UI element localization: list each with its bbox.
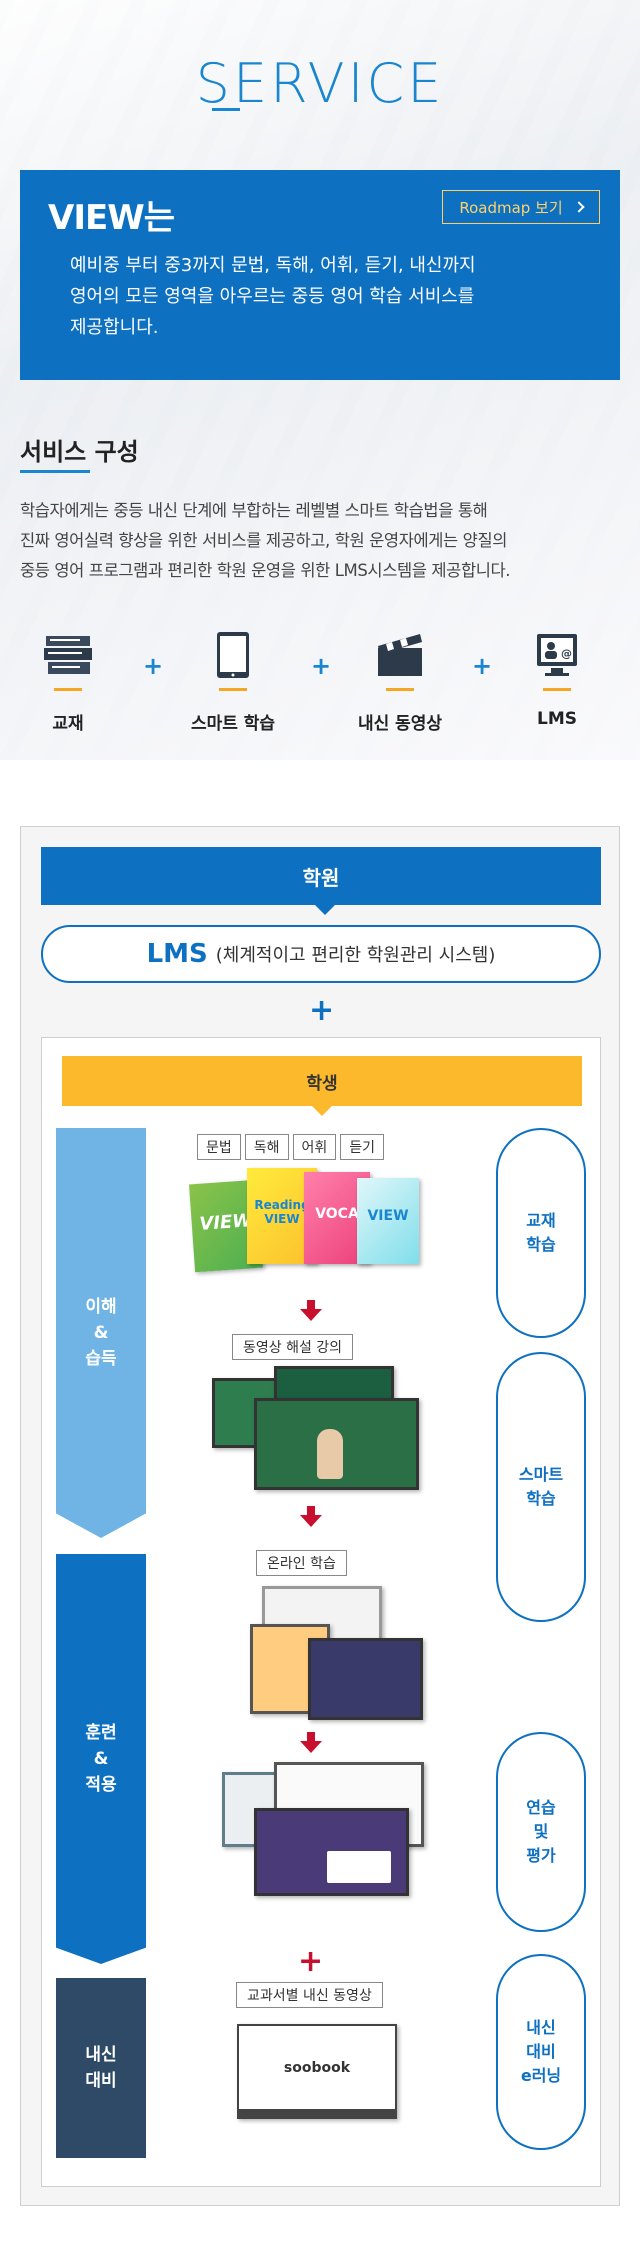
caption-video-lecture: 동영상 해설 강의 — [232, 1334, 354, 1360]
composition-title: 서비스 구성 — [20, 438, 139, 466]
service-item-textbook: 교재 — [3, 630, 133, 734]
caption-online-learning: 온라인 학습 — [256, 1550, 347, 1576]
tablet-icon — [205, 630, 261, 680]
view-intro-box: VIEW는 Roadmap 보기 예비중 부터 중3까지 문법, 독해, 어휘,… — [20, 170, 620, 380]
oval-line: 내신 — [526, 2018, 556, 2037]
down-arrow-icon — [300, 1732, 322, 1754]
service-item-label: 내신 동영상 — [357, 714, 443, 734]
stage-line: & — [93, 1749, 109, 1769]
composition-description: 학습자에게는 중등 내신 단계에 부합하는 레벨별 스마트 학습법을 통해 진짜… — [20, 496, 630, 586]
oval-textbook-learning: 교재 학습 — [496, 1128, 586, 1338]
practice-screen — [254, 1808, 409, 1896]
service-items: 교재 + 스마트 학습 + 내신 동영상 + — [0, 630, 640, 750]
composition-desc-line: 중등 영어 프로그램과 편리한 학원 운영을 위한 LMS시스템을 제공합니다. — [20, 561, 511, 580]
plus-icon: + — [298, 1944, 324, 1979]
view-desc-line: 제공합니다. — [70, 317, 159, 338]
plus-icon: + — [143, 652, 164, 680]
lms-subtitle: (체계적이고 편리한 학원관리 시스템) — [215, 945, 496, 966]
video-screen — [254, 1398, 419, 1490]
stage-understand: 이해 & 습득 — [56, 1128, 146, 1538]
view-desc-line: 영어의 모든 영역을 아우르는 중등 영어 학습 서비스를 — [70, 286, 475, 307]
service-item-label: 교재 — [52, 714, 84, 734]
oval-smart-learning: 스마트 학습 — [496, 1352, 586, 1622]
composition-accent — [20, 470, 90, 473]
lms-name: LMS — [146, 939, 208, 969]
item-accent — [219, 688, 247, 691]
service-diagram: 학원 LMS (체계적이고 편리한 학원관리 시스템) + 학생 이해 & 습득… — [20, 826, 620, 2206]
stage-line: 습득 — [85, 1349, 117, 1369]
academy-bar: 학원 — [41, 847, 601, 915]
book-cover: VIEW — [357, 1178, 419, 1264]
stage-exam: 내신 대비 — [56, 1978, 146, 2158]
book-title: Reading VIEW — [254, 1198, 310, 1226]
stage-line: 적용 — [85, 1775, 117, 1795]
monitor-user-icon: @ — [529, 630, 585, 680]
plus-icon: + — [472, 652, 493, 680]
oval-line: 평가 — [526, 1846, 556, 1865]
service-item-label: 스마트 학습 — [190, 714, 276, 734]
stage-train: 훈련 & 적용 — [56, 1554, 146, 1964]
book-title: VOCA — [315, 1206, 359, 1222]
stage-line: 내신 — [85, 2045, 117, 2065]
title-accent — [212, 108, 240, 111]
service-item-smart: 스마트 학습 — [168, 630, 298, 734]
composition-desc-line: 학습자에게는 중등 내신 단계에 부합하는 레벨별 스마트 학습법을 통해 — [20, 501, 488, 520]
roadmap-button[interactable]: Roadmap 보기 — [442, 190, 600, 224]
oval-line: 스마트 — [518, 1465, 564, 1484]
practice-dialog — [327, 1851, 391, 1883]
oval-line: 학습 — [526, 1489, 556, 1508]
oval-practice: 연습 및 평가 — [496, 1732, 586, 1932]
down-arrow-icon — [300, 1300, 322, 1322]
service-item-label: LMS — [537, 709, 577, 729]
roadmap-label: Roadmap 보기 — [459, 198, 563, 217]
lecturer-image — [317, 1429, 343, 1479]
online-screen — [308, 1638, 423, 1720]
subject-tag: 독해 — [244, 1134, 289, 1160]
oval-line: 대비 — [526, 2042, 556, 2061]
stage-line: 훈련 — [85, 1723, 117, 1743]
oval-line: 교재 — [526, 1211, 556, 1230]
item-accent — [54, 688, 82, 691]
view-description: 예비중 부터 중3까지 문법, 독해, 어휘, 듣기, 내신까지 영어의 모든 … — [70, 250, 590, 343]
subject-tags: 문법 독해 어휘 듣기 — [197, 1134, 385, 1160]
composition-desc-line: 진짜 영어실력 향상을 위한 서비스를 제공하고, 학원 운영자에게는 양질의 — [20, 531, 508, 550]
subject-tag: 문법 — [197, 1134, 241, 1160]
textbook-video-screen: soobook — [237, 2024, 397, 2119]
oval-line: 및 — [533, 1822, 549, 1841]
chevron-right-icon — [573, 201, 585, 213]
subject-tag: 듣기 — [340, 1134, 385, 1160]
lms-pill: LMS (체계적이고 편리한 학원관리 시스템) — [41, 925, 601, 983]
view-title: VIEW는 — [48, 198, 175, 238]
service-item-video: 내신 동영상 — [335, 630, 465, 734]
header-background — [0, 0, 640, 760]
student-flow: 학생 이해 & 습득 훈련 & 적용 내신 대비 교재 학 — [41, 1037, 601, 2187]
student-bar: 학생 — [62, 1056, 582, 1116]
item-accent — [543, 688, 571, 691]
plus-icon: + — [311, 652, 332, 680]
oval-line: 학습 — [526, 1235, 556, 1254]
stage-line: 대비 — [85, 2071, 117, 2091]
item-accent — [386, 688, 414, 691]
page-title: SERVICE — [195, 52, 445, 115]
stage-line: & — [93, 1323, 109, 1343]
caption-textbook-video: 교과서별 내신 동영상 — [236, 1982, 383, 2008]
service-item-lms: @ LMS — [492, 630, 622, 729]
view-desc-line: 예비중 부터 중3까지 문법, 독해, 어휘, 듣기, 내신까지 — [70, 255, 476, 276]
oval-line: 연습 — [526, 1798, 556, 1817]
oval-line: e러닝 — [520, 2066, 562, 2085]
soobook-logo: soobook — [283, 2060, 351, 2076]
clapperboard-icon — [372, 630, 428, 680]
books-icon — [40, 630, 96, 680]
svg-text:@: @ — [561, 647, 572, 660]
stage-line: 이해 — [85, 1297, 117, 1317]
book-title: VIEW — [367, 1208, 409, 1224]
oval-exam-elearning: 내신 대비 e러닝 — [496, 1954, 586, 2150]
plus-icon: + — [309, 993, 335, 1028]
subject-tag: 어휘 — [292, 1134, 337, 1160]
down-arrow-icon — [300, 1506, 322, 1528]
